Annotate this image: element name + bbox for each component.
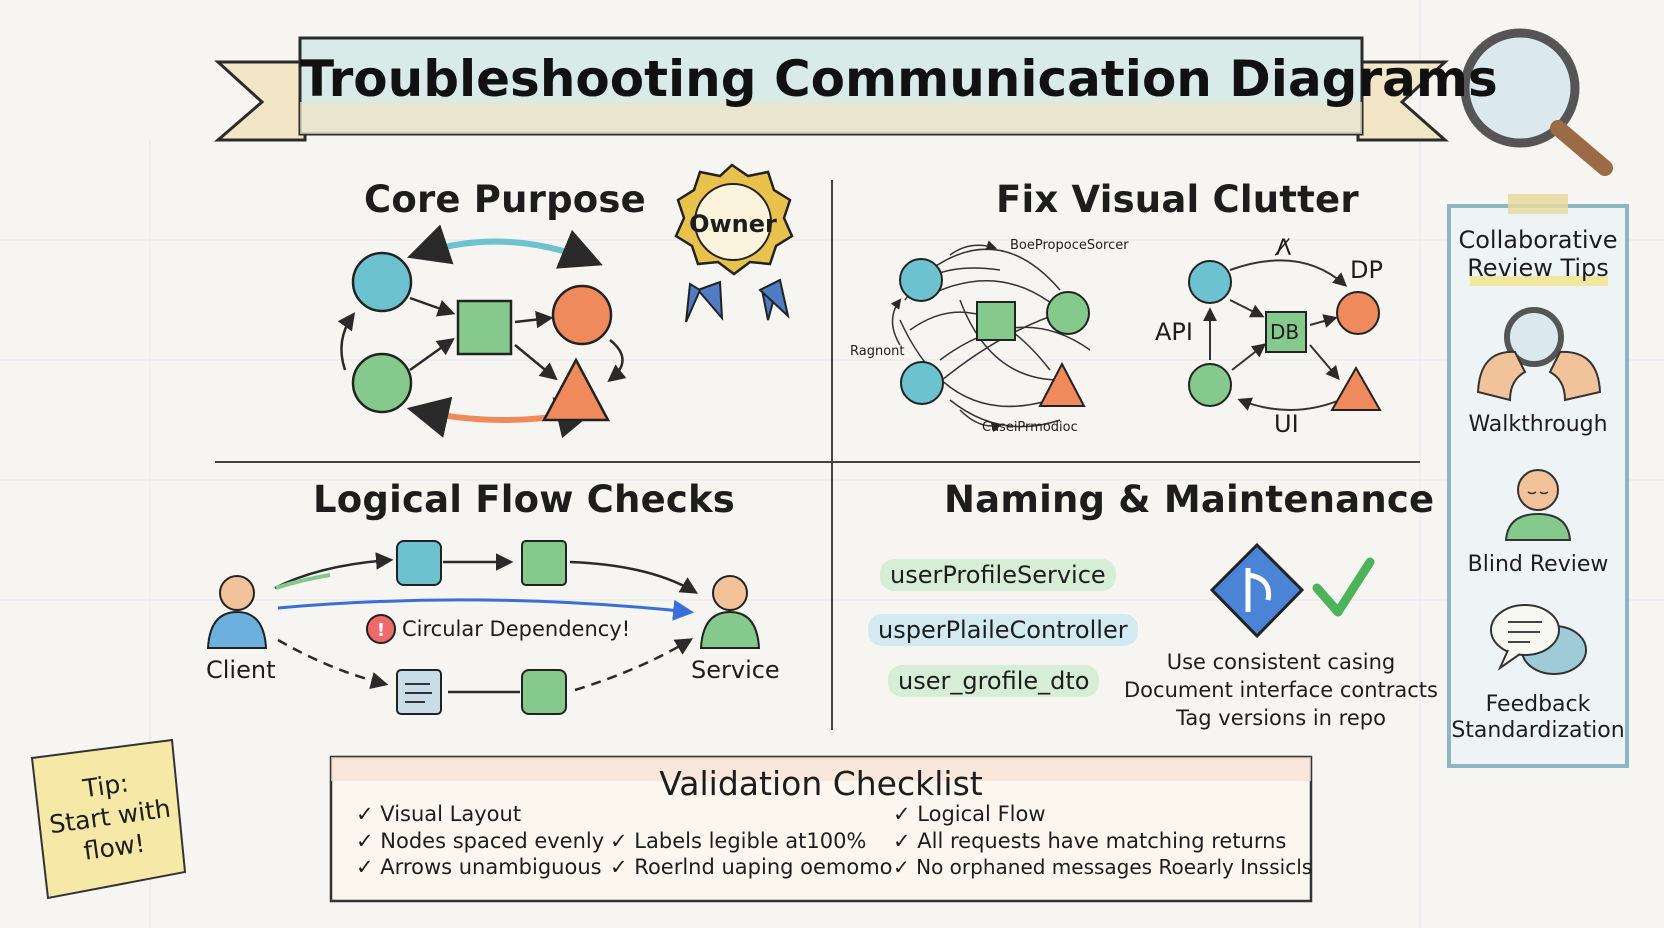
checklist-box xyxy=(329,755,1313,903)
naming-tip-1: Use consistent casing xyxy=(1166,650,1396,674)
owner-badge-icon xyxy=(674,163,794,323)
clean-diagram xyxy=(1188,259,1382,411)
naming-heading: Naming & Maintenance xyxy=(944,478,1435,521)
naming-tip-3: Tag versions in repo xyxy=(1176,706,1386,730)
banner-left-tail xyxy=(213,60,307,142)
checklist-item: ✓ All requests have matching returns xyxy=(893,829,1287,853)
person-icon xyxy=(1504,469,1572,541)
node-square xyxy=(456,299,513,356)
checklist-item: ✓ Labels legible at100% xyxy=(610,829,867,853)
sidebar-item-feedback-line1: Feedback xyxy=(1485,692,1591,717)
checklist-item: ✓ Logical Flow xyxy=(893,802,1046,826)
node-circle-teal xyxy=(351,251,413,313)
sticky-note-text: Tip: Start with flow! xyxy=(34,761,186,873)
name-tag-2: usperPlaileController xyxy=(868,614,1138,646)
speech-bubbles-icon xyxy=(1490,604,1587,675)
circular-dependency-label: Circular Dependency! xyxy=(402,617,631,641)
sidebar-item-walkthrough: Walkthrough xyxy=(1468,412,1608,437)
title-banner xyxy=(213,36,1449,142)
client-label: Client xyxy=(206,656,276,684)
visual-clutter-heading: Fix Visual Clutter xyxy=(996,178,1359,221)
owner-badge-label: Owner xyxy=(689,210,777,238)
clean-label-top: Λ̸ xyxy=(1276,236,1292,261)
check-icon xyxy=(1312,557,1375,617)
sidebar-title-line1: Collaborative xyxy=(1458,226,1618,254)
checklist-item: ✓ Roerlnd uaping oemomo xyxy=(610,855,893,879)
checklist-item: ✓ Nodes spaced evenly xyxy=(356,829,605,853)
name-tag-1: userProfileService xyxy=(880,559,1116,591)
messy-label-left: Ragnont xyxy=(850,344,905,359)
core-purpose-diagram xyxy=(337,224,627,439)
logical-flow-diagram: ! xyxy=(206,540,761,715)
clean-label-db: DB xyxy=(1270,320,1300,344)
clean-label-api: API xyxy=(1155,318,1193,346)
core-purpose-heading: Core Purpose xyxy=(364,178,646,221)
checklist-title: Validation Checklist xyxy=(659,764,983,803)
magnifier-icon xyxy=(1460,28,1613,176)
sticky-note xyxy=(30,738,187,900)
messy-label-top: BoePropoceSorcer xyxy=(1010,238,1129,253)
clean-label-ui: UI xyxy=(1274,410,1299,438)
sidebar-panel xyxy=(1447,194,1629,768)
checklist-item: ✓ Visual Layout xyxy=(356,802,522,826)
messy-label-bottom: CaseiPrmodioc xyxy=(982,420,1078,435)
clean-label-dp: DP xyxy=(1350,256,1383,284)
name-tag-3: user_grofile_dto xyxy=(888,665,1100,697)
git-diamond-icon xyxy=(1209,542,1305,639)
sidebar-item-blind-review: Blind Review xyxy=(1467,552,1609,577)
node-triangle xyxy=(541,357,611,422)
logical-flow-heading: Logical Flow Checks xyxy=(313,478,736,521)
sidebar-item-feedback-line2: Standardization xyxy=(1451,718,1625,743)
warning-icon xyxy=(366,614,396,644)
banner-right-tail xyxy=(1356,60,1449,142)
node-circle-green xyxy=(351,352,413,414)
service-label: Service xyxy=(691,656,780,684)
naming-tip-2: Document interface contracts xyxy=(1124,678,1438,702)
node-circle-orange xyxy=(551,284,613,346)
svg-text:!: ! xyxy=(377,620,385,641)
page-title: Troubleshooting Communication Diagrams xyxy=(300,50,1498,108)
checklist-item: ✓ Arrows unambiguous xyxy=(356,855,602,879)
service-person-icon xyxy=(699,575,761,649)
client-person-icon xyxy=(206,575,268,649)
sidebar-title-line2: Review Tips xyxy=(1467,254,1609,282)
messy-diagram xyxy=(890,240,1091,433)
checklist-item: ✓ No orphaned messages Roearly Inssicls xyxy=(893,855,1313,879)
hands-magnifier-icon xyxy=(1476,307,1602,402)
